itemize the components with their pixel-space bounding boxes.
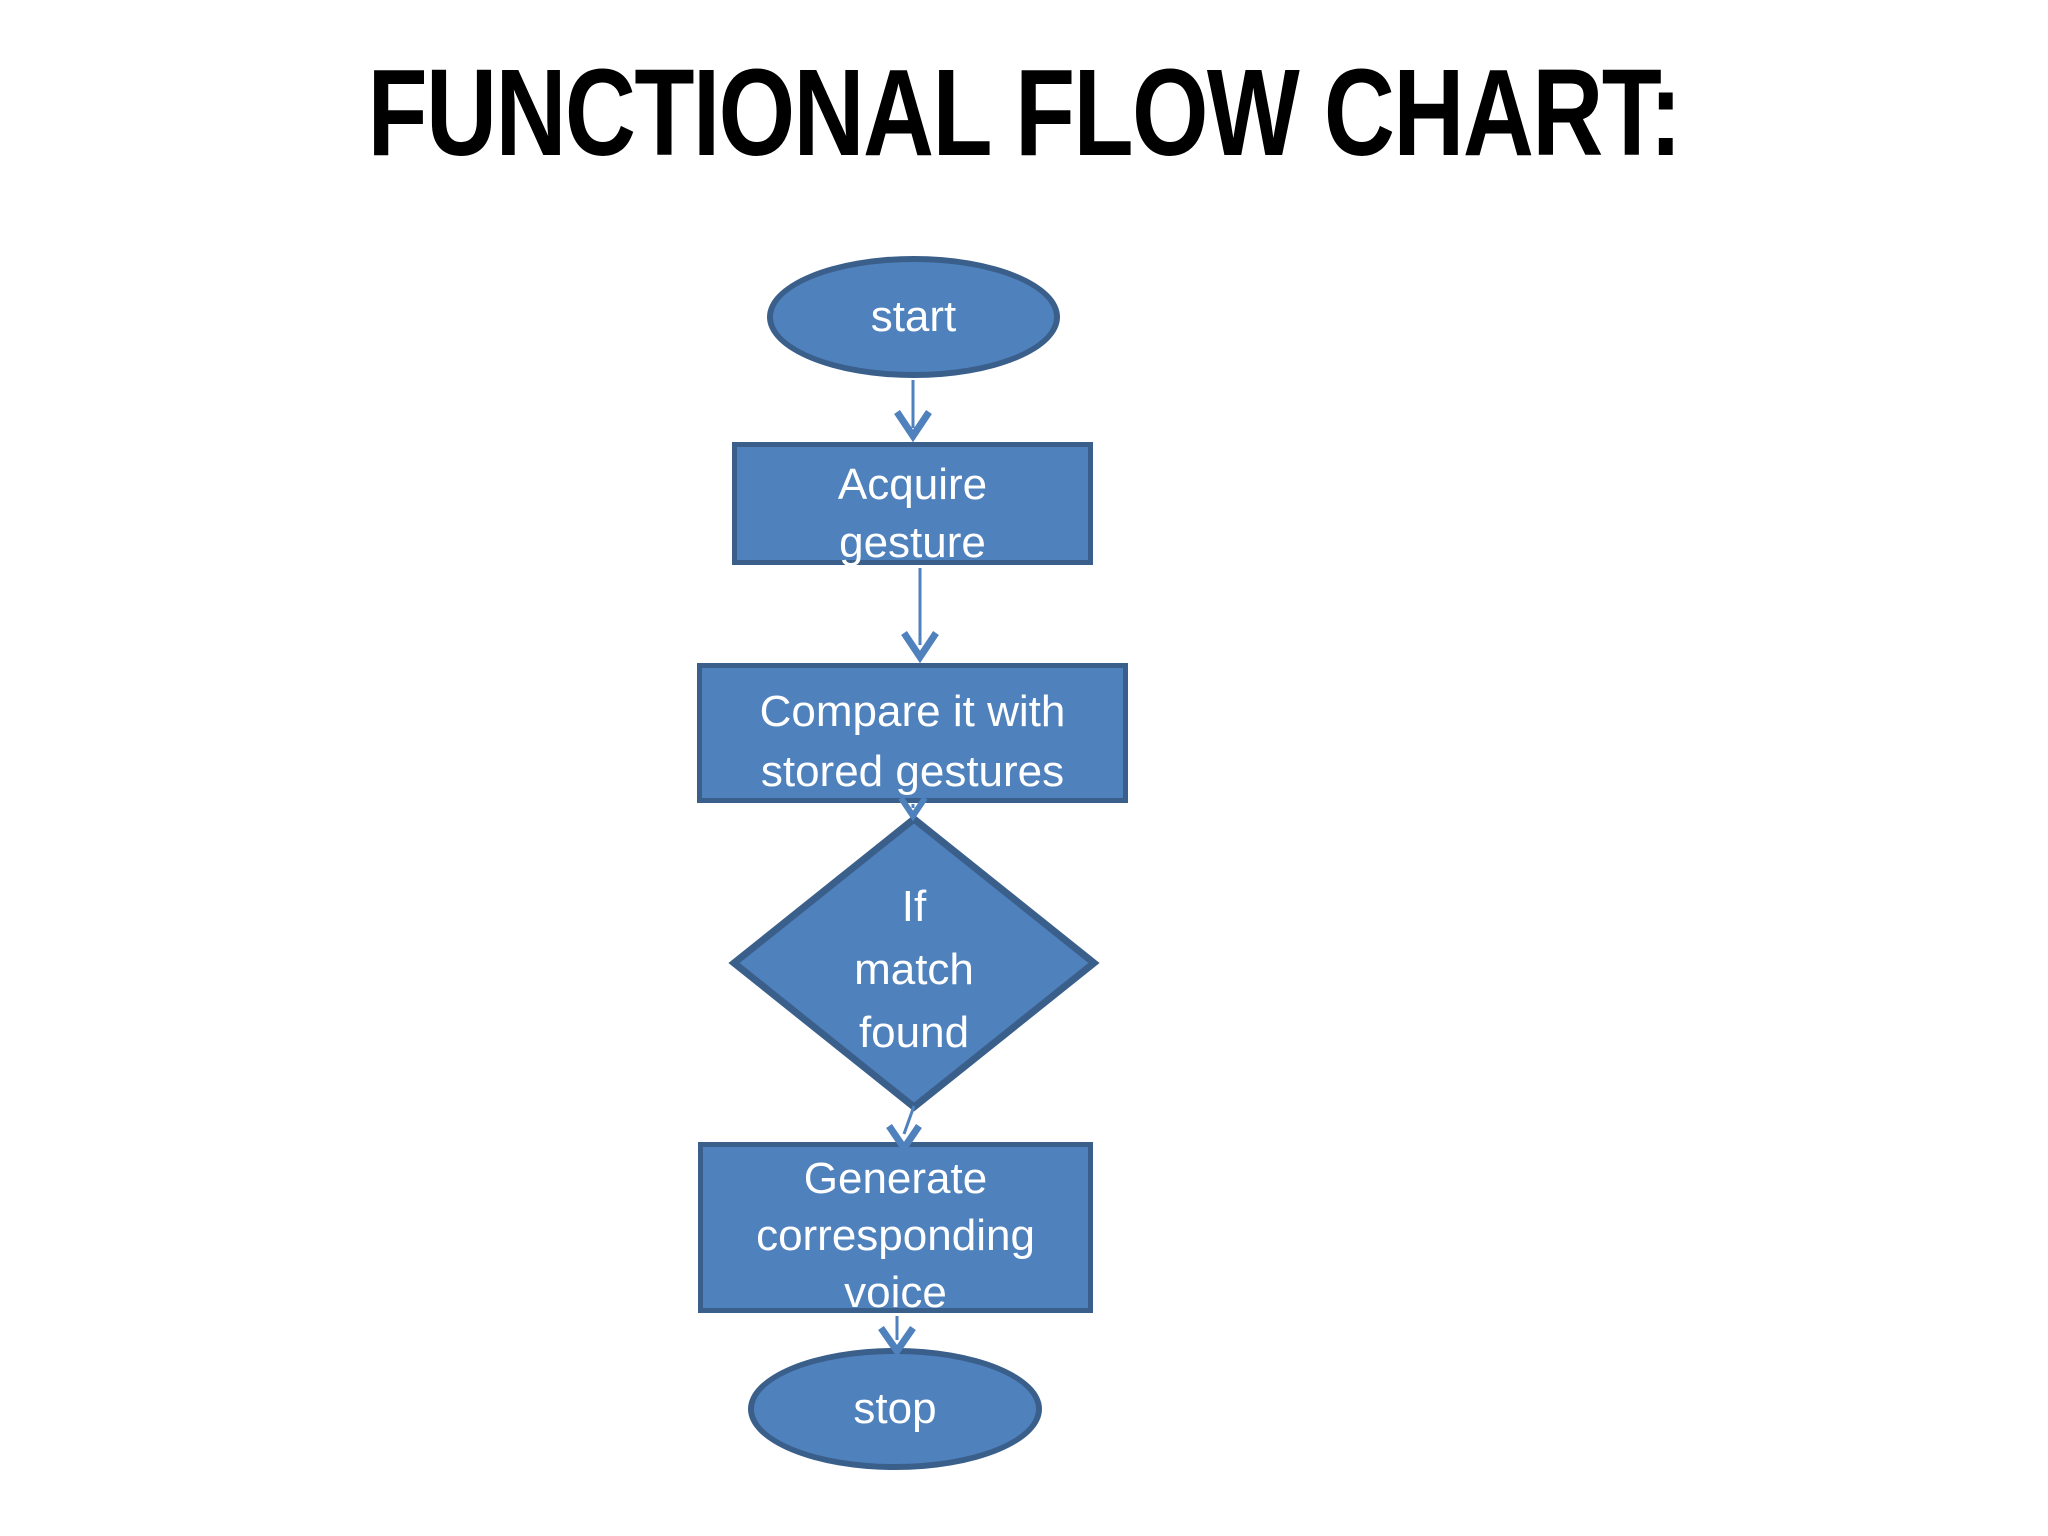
node-label-line: Compare it with (759, 687, 1066, 736)
node-label: start (870, 292, 957, 341)
flowchart-node-generate-voice: Generate corresponding voice (698, 1142, 1093, 1317)
node-label: If match found (727, 812, 1101, 1114)
node-label-line: If (901, 881, 927, 931)
flowchart-node-stop: stop (748, 1348, 1042, 1470)
flowchart-node-compare-gestures: Compare it with stored gestures (697, 663, 1128, 803)
page-title: FUNCTIONAL FLOW CHART: (367, 45, 1682, 182)
node-label-line: stored gestures (760, 747, 1065, 796)
flowchart-node-acquire-gesture: Acquire gesture (732, 442, 1093, 567)
arrow-acquire-to-compare (901, 568, 939, 664)
node-label-line: corresponding (756, 1211, 1035, 1260)
flowchart-node-match-decision: If match found (727, 812, 1101, 1114)
flowchart-node-start: start (767, 256, 1060, 378)
arrow-start-to-acquire (894, 380, 932, 443)
node-label: stop (853, 1384, 937, 1433)
arrow-generate-to-stop (878, 1316, 916, 1358)
node-label-line: voice (844, 1268, 947, 1317)
node-label-line: match (854, 944, 974, 994)
node-label-line: found (858, 1007, 970, 1057)
node-label-line: gesture (839, 517, 986, 567)
node-label-line: Acquire (837, 459, 988, 509)
node-label-line: Generate (803, 1154, 988, 1203)
